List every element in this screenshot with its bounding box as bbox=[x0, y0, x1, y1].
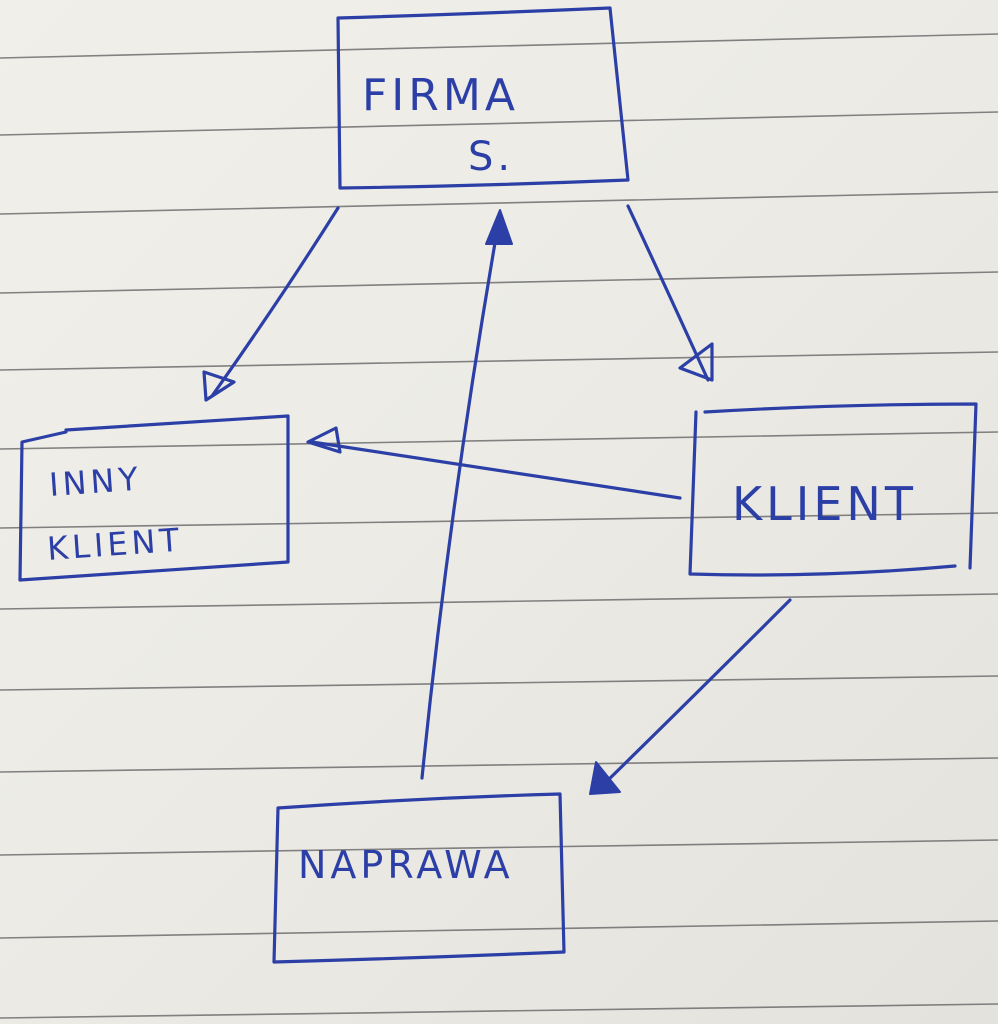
node-firma-label-line-2: S. bbox=[468, 134, 514, 180]
node-inny-klient: INNY KLIENT bbox=[18, 414, 290, 582]
node-firma-label-line-1: FIRMA bbox=[362, 70, 519, 121]
arrowhead bbox=[306, 426, 342, 454]
arrowhead bbox=[485, 209, 513, 245]
node-inny-klient-label-line-1: INNY bbox=[48, 460, 143, 504]
node-firma-box bbox=[336, 6, 630, 190]
edge-klient-to-inny-klient bbox=[306, 426, 682, 500]
edge-firma-to-inny-klient bbox=[202, 206, 340, 402]
node-firma: FIRMA S. bbox=[336, 6, 630, 190]
arrowhead bbox=[589, 761, 621, 795]
node-inny-klient-label-line-2: KLIENT bbox=[46, 521, 184, 568]
edge-klient-to-naprawa bbox=[589, 598, 792, 795]
node-klient: KLIENT bbox=[688, 402, 978, 577]
node-klient-label: KLIENT bbox=[732, 477, 917, 531]
node-naprawa-box bbox=[272, 792, 566, 964]
arrowhead bbox=[678, 342, 714, 382]
node-naprawa-label: NAPRAWA bbox=[298, 843, 514, 887]
edge-naprawa-to-firma bbox=[420, 209, 513, 780]
arrowhead bbox=[202, 370, 236, 402]
node-inny-klient-box bbox=[18, 414, 290, 582]
edge-firma-to-klient bbox=[626, 204, 714, 382]
node-naprawa: NAPRAWA bbox=[272, 792, 566, 964]
node-klient-box bbox=[688, 402, 978, 577]
